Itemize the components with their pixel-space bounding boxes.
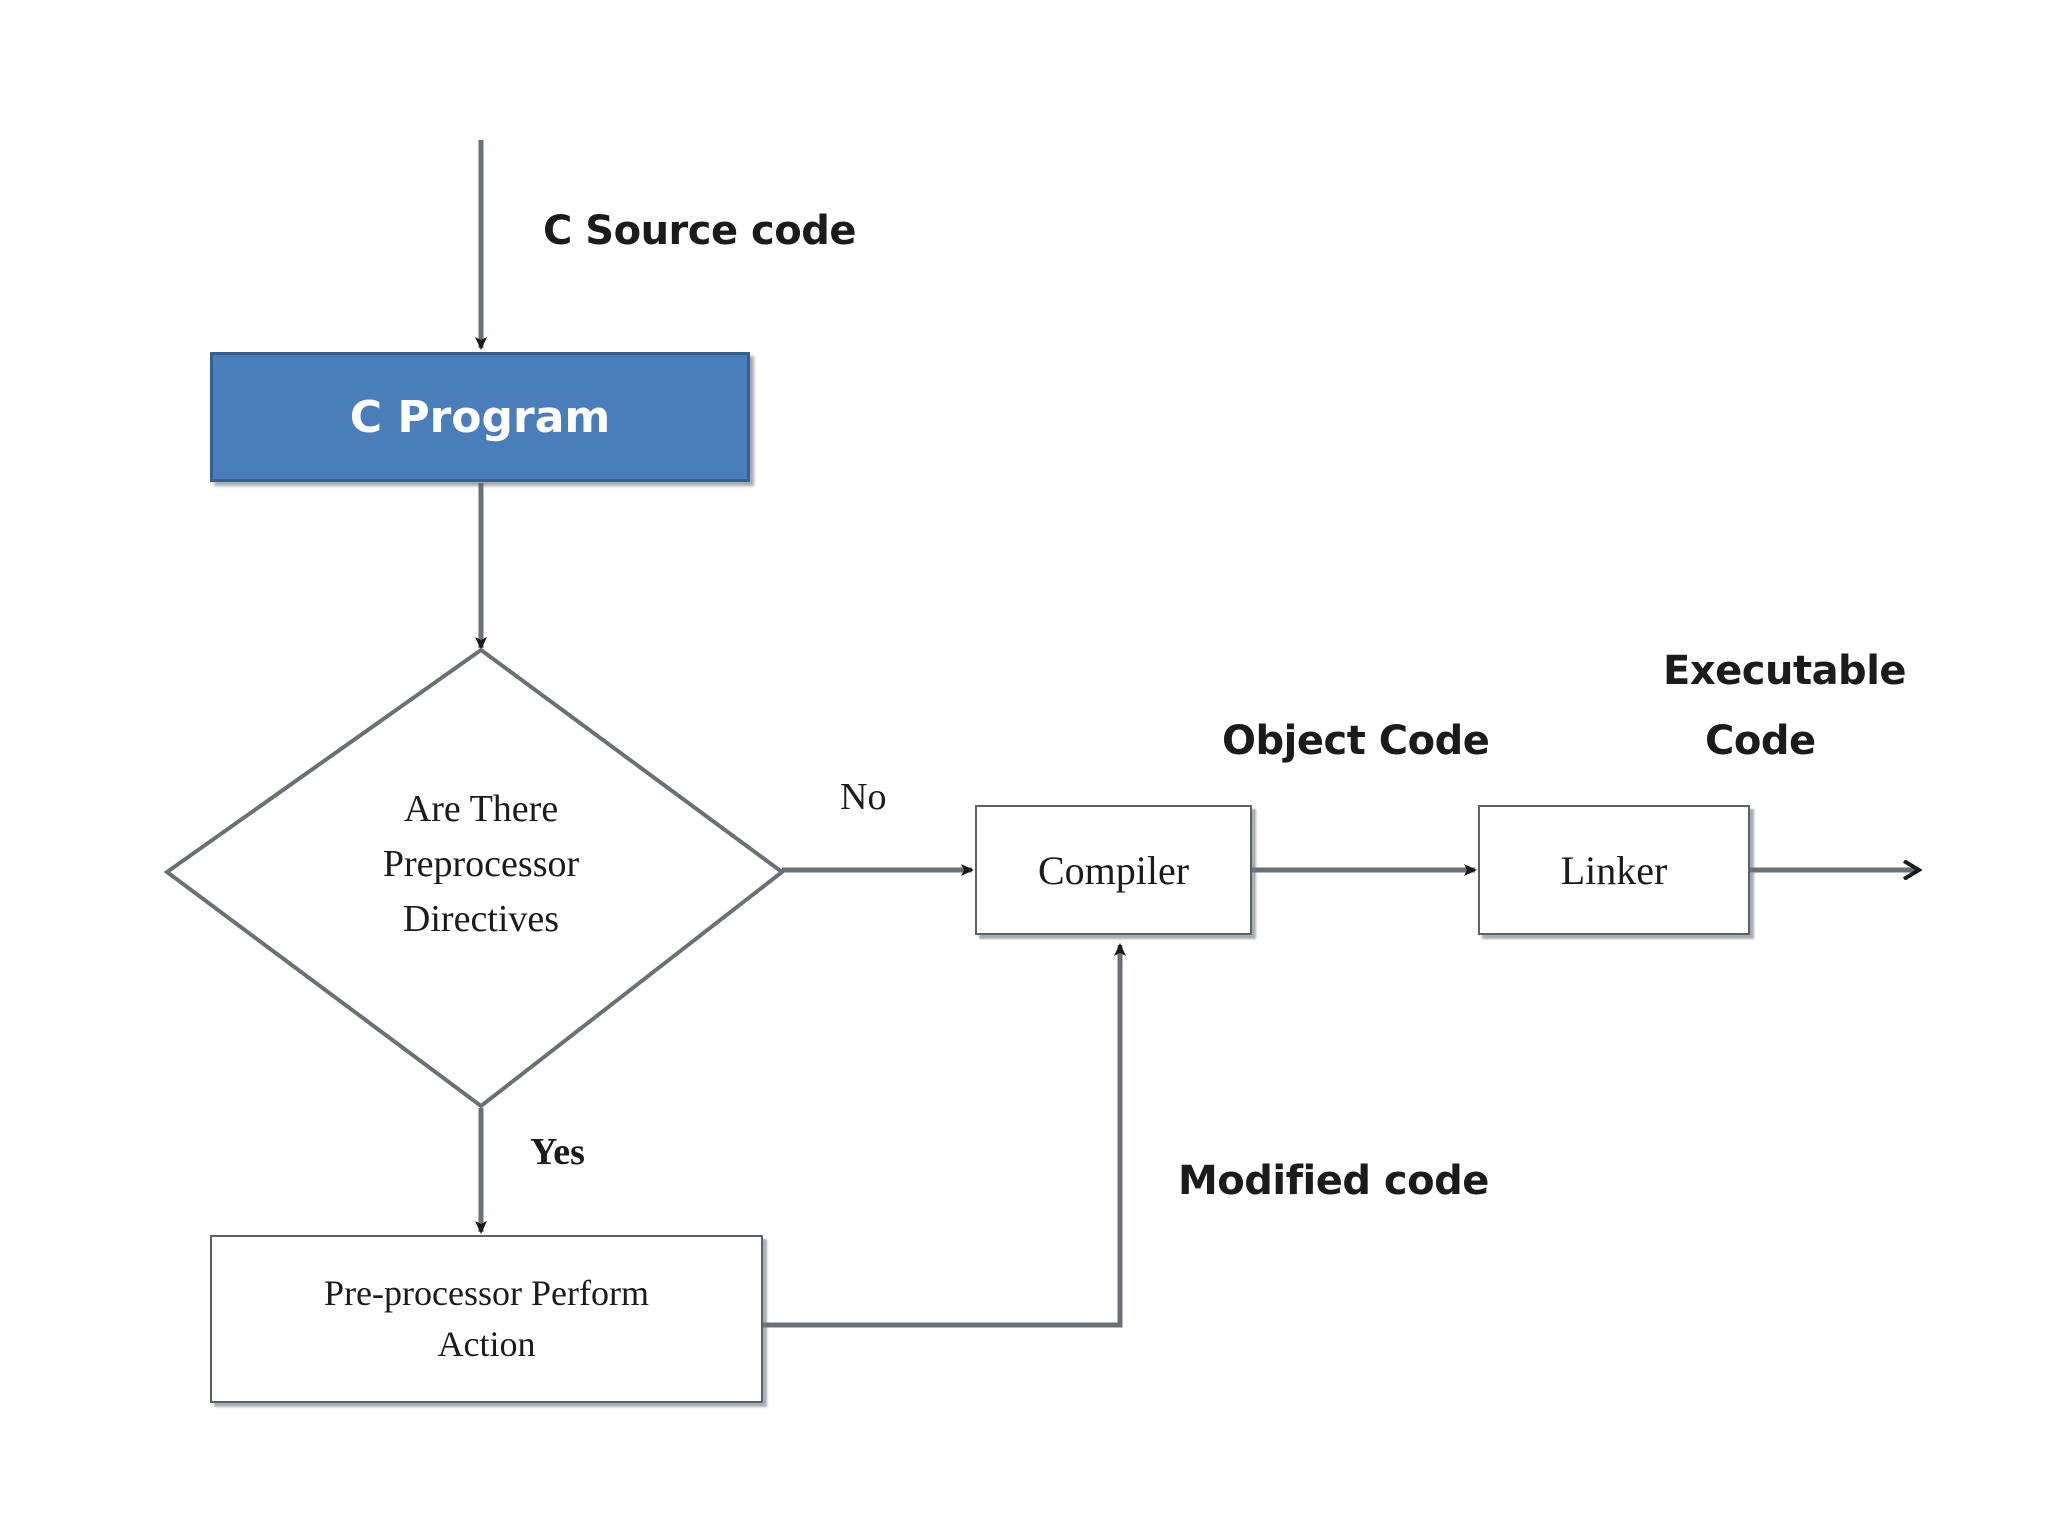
node-compiler[interactable]: Compiler	[975, 805, 1252, 935]
node-preprocessor[interactable]: Pre-processor Perform Action	[210, 1235, 763, 1403]
edge-label-executable-code-line1: Executable	[1663, 648, 1907, 694]
node-decision-label: Are There Preprocessor Directives	[382, 788, 580, 941]
edge-preprocessor-to-compiler	[763, 943, 1126, 1328]
node-linker-label: Linker	[1560, 847, 1668, 893]
node-c-program[interactable]: C Program	[210, 352, 750, 482]
edge-label-c-source-code: C Source code	[543, 208, 857, 254]
edge-label-executable-code-line2: Code	[1705, 718, 1816, 764]
edge-label-yes: Yes	[530, 1131, 585, 1173]
node-compiler-label: Compiler	[1037, 847, 1190, 893]
edge-label-modified-code: Modified code	[1178, 1158, 1489, 1204]
edge-label-no: No	[840, 776, 887, 818]
node-c-program-label: C Program	[349, 391, 611, 443]
node-preprocessor-label: Pre-processor Perform Action	[324, 1272, 649, 1364]
edge-label-object-code: Object Code	[1222, 718, 1490, 764]
node-linker[interactable]: Linker	[1478, 805, 1750, 935]
